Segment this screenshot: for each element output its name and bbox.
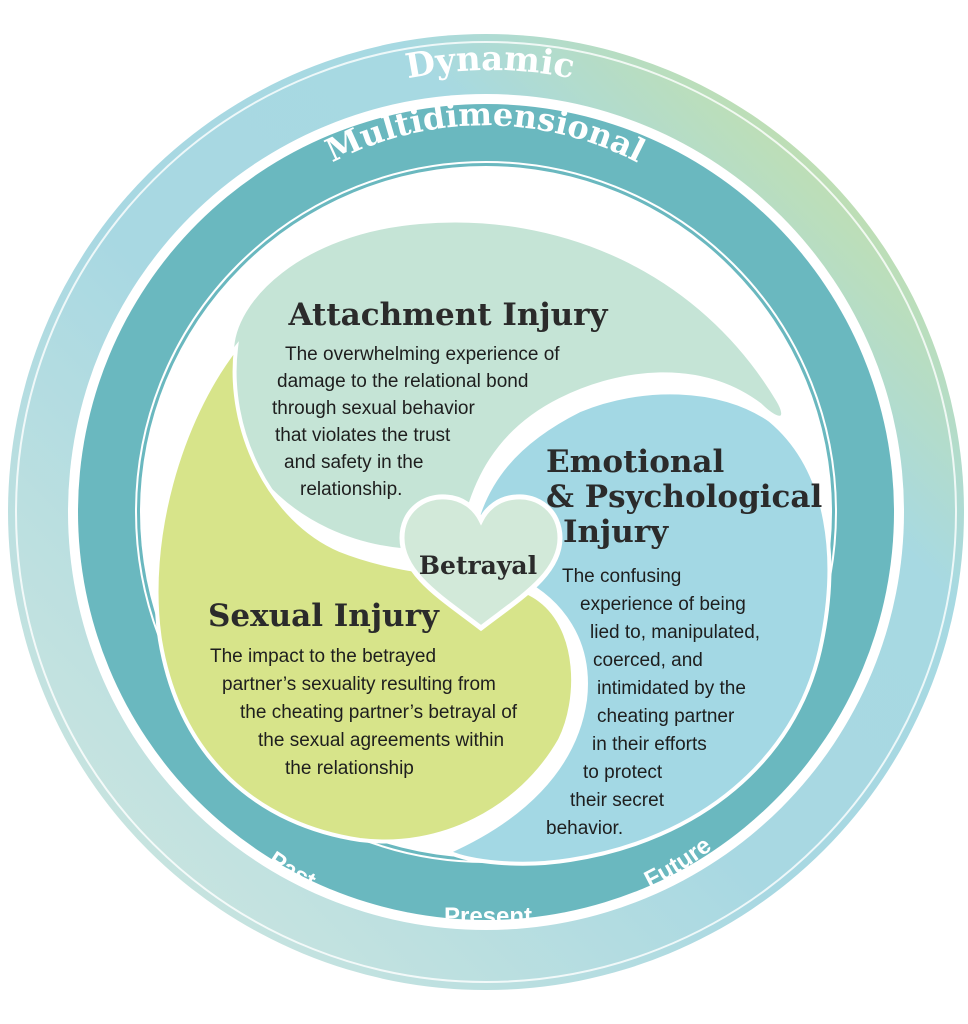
sexual-line: The impact to the betrayed [210,646,436,667]
emotional-line: in their efforts [592,734,707,755]
attachment-injury-shape [223,218,786,554]
emotional-line: intimidated by the [597,678,746,699]
attachment-line: The overwhelming experience of [285,344,560,365]
attachment-line: that violates the trust [275,425,451,446]
sexual-title: Sexual Injury [208,598,440,634]
emotional-line: lied to, manipulated, [590,622,760,643]
attachment-description: The overwhelming experience of damage to… [272,344,560,500]
sexual-description: The impact to the betrayed partner’s sex… [210,646,518,779]
present-label: Present [444,903,532,930]
emotional-line: their secret [570,790,665,811]
emotional-description: The confusing experience of being lied t… [546,566,760,839]
emotional-title-line: Injury [563,514,669,550]
emotional-title-line: & Psychological [546,479,822,515]
emotional-line: behavior. [546,818,623,839]
attachment-line: relationship. [300,479,402,500]
sexual-injury-shape [154,341,576,844]
emotional-title: Emotional & Psychological Injury [546,444,822,550]
heart-shape [399,494,563,632]
attachment-line: damage to the relational bond [277,371,528,392]
emotional-line: experience of being [580,594,746,615]
emotional-line: The confusing [562,566,681,587]
emotional-title-line: Emotional [546,444,724,480]
emotional-line: coerced, and [593,650,703,671]
outer-ring-thin-line [15,41,957,983]
attachment-title: Attachment Injury [288,297,609,333]
sexual-line: partner’s sexuality resulting from [222,674,496,695]
sexual-line: the sexual agreements within [258,730,504,751]
attachment-line: through sexual behavior [272,398,475,419]
betrayal-label: Betrayal [419,551,537,580]
emotional-line: to protect [583,762,663,783]
sexual-line: the cheating partner’s betrayal of [240,702,518,723]
sexual-line: the relationship [285,758,414,779]
attachment-line: and safety in the [284,452,423,473]
emotional-line: cheating partner [597,706,735,727]
